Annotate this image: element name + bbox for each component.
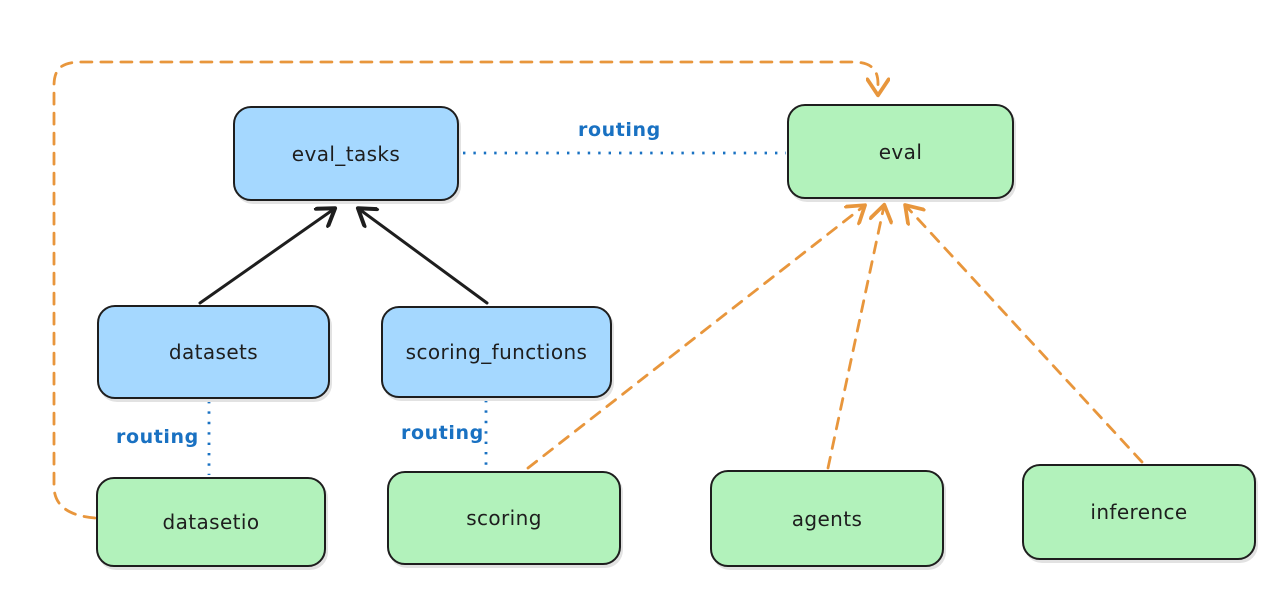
node-inference: inference (1022, 464, 1256, 560)
node-datasetio: datasetio (96, 477, 326, 567)
edge-label-routing-eval-tasks-eval: routing (578, 119, 661, 141)
node-scoring-functions: scoring_functions (381, 306, 612, 398)
node-inference-label: inference (1090, 500, 1188, 524)
node-scoring-label: scoring (466, 506, 542, 530)
edge-datasets-to-eval-tasks (198, 209, 334, 305)
node-datasets-label: datasets (168, 340, 259, 364)
edge-agents-to-eval (826, 206, 884, 470)
node-datasetio-label: datasetio (162, 510, 260, 534)
node-eval-label: eval (878, 139, 923, 164)
edge-label-routing-datasets-datasetio: routing (116, 426, 199, 448)
node-scoring: scoring (387, 471, 621, 565)
node-agents-label: agents (791, 506, 863, 531)
node-eval: eval (787, 104, 1014, 199)
node-datasets: datasets (97, 305, 330, 399)
node-agents: agents (710, 470, 944, 567)
edge-scoring-functions-to-eval-tasks (359, 209, 489, 305)
edge-datasetio-to-eval (52, 60, 878, 520)
node-eval-tasks: eval_tasks (233, 106, 459, 201)
edge-inference-to-eval (906, 206, 1144, 464)
node-scoring-functions-label: scoring_functions (405, 340, 588, 364)
node-eval-tasks-label: eval_tasks (291, 141, 401, 166)
edge-label-routing-scoring-functions-scoring: routing (401, 422, 484, 444)
